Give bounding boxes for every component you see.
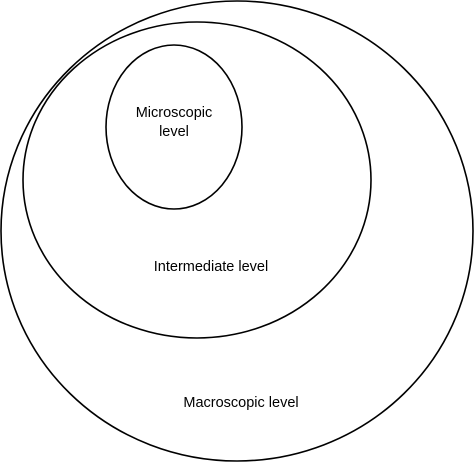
macroscopic-level-label: Macroscopic level xyxy=(183,395,298,411)
microscopic-level-label-line1: Microscopic xyxy=(136,105,213,121)
intermediate-level-label: Intermediate level xyxy=(154,259,268,275)
microscopic-level-label-line2: level xyxy=(159,124,189,140)
microscopic-level-circle xyxy=(105,44,243,210)
